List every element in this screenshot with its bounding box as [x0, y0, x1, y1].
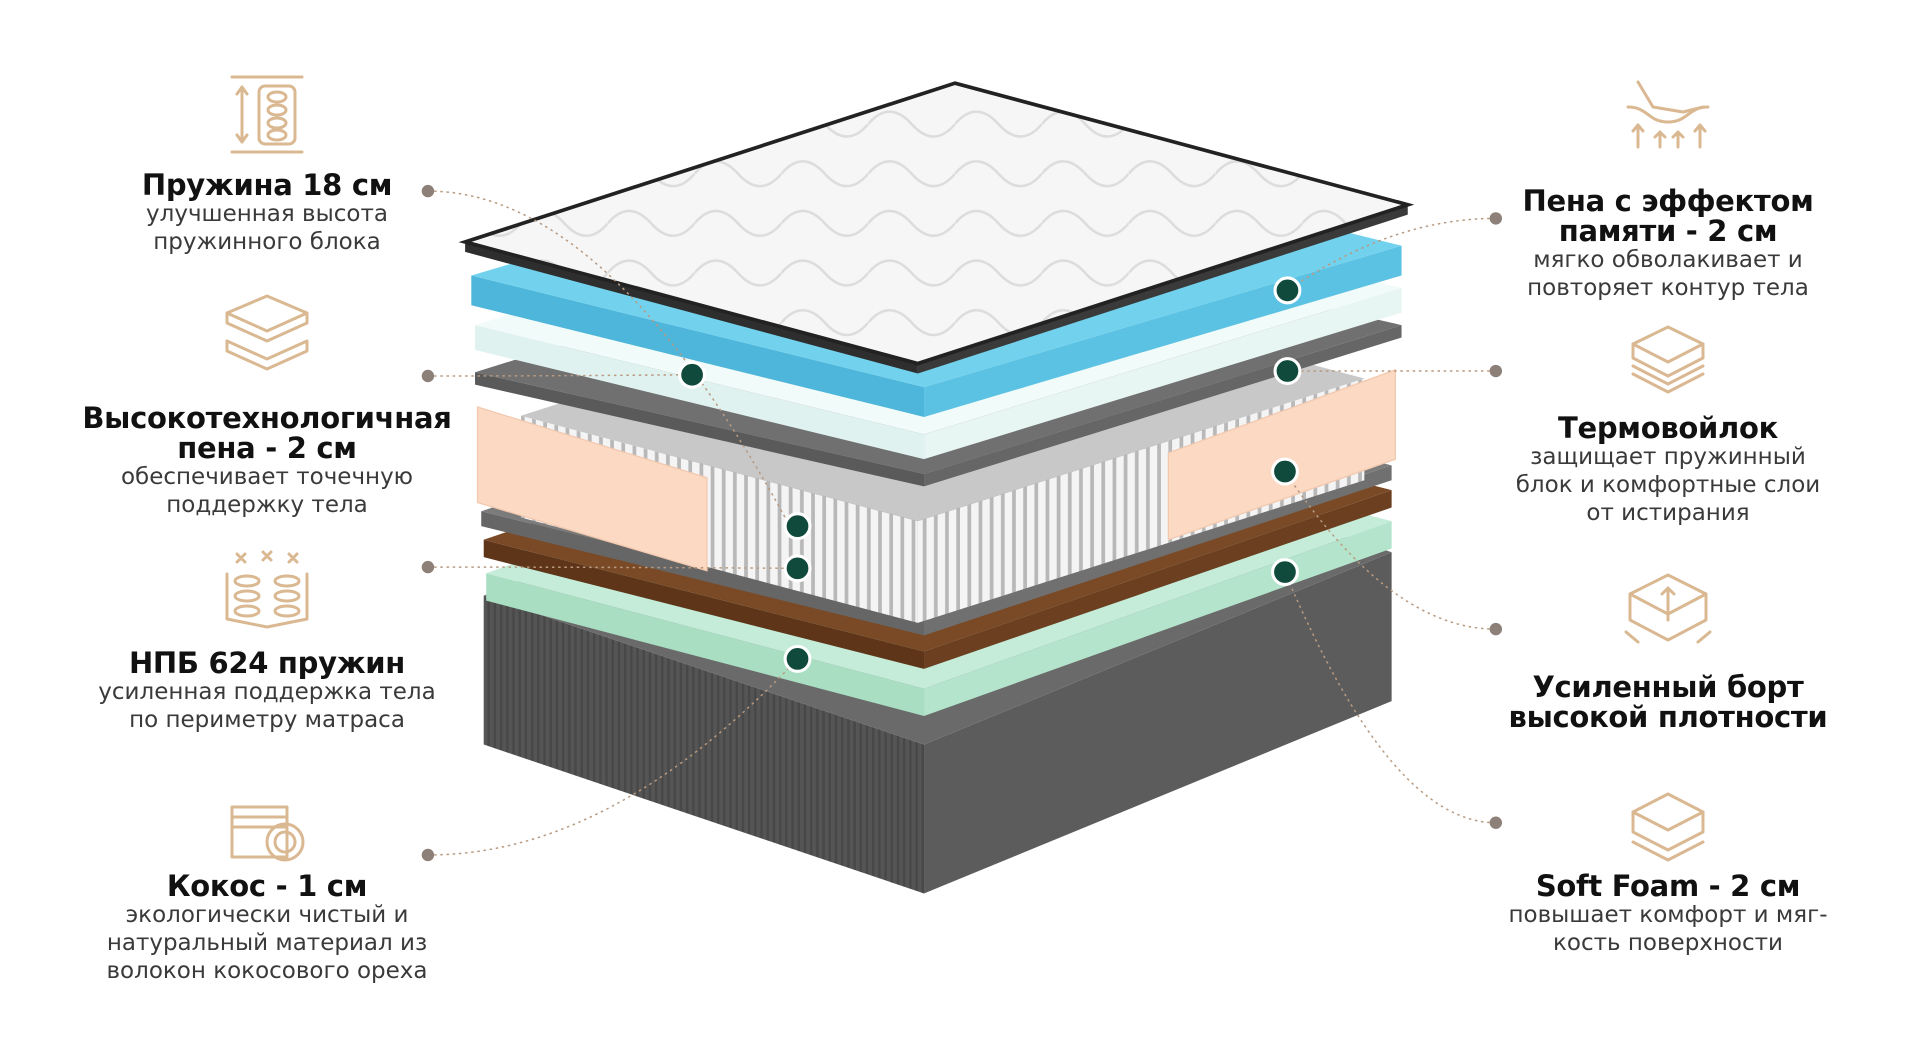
feature-description: экологически чистый и [125, 902, 409, 928]
leader-dot [421, 560, 435, 574]
feature-description: натуральный материал из [106, 930, 428, 956]
leader-line [427, 374, 693, 377]
edge-foam-left [476, 406, 708, 572]
feature-description: повторяет контур тела [1527, 275, 1809, 301]
layer-marker [678, 360, 707, 389]
feature-description: мягко обволакивает и [1533, 247, 1803, 273]
feature-title: Soft Foam - 2 см [1535, 869, 1801, 903]
leader-line [427, 190, 795, 534]
coconut-icon [230, 805, 305, 862]
layer-marker [1271, 457, 1299, 486]
layer-marker [783, 512, 812, 541]
feature-title: памяти - 2 см [1558, 214, 1778, 248]
foam-layers-icon [225, 294, 309, 371]
quilted-top-layer [458, 81, 1415, 374]
feature-title: Термовойлок [1558, 411, 1778, 445]
leader-dot [421, 184, 435, 198]
feature-description: обеспечивает точечную [120, 464, 414, 490]
feature-title: НПБ 624 пружин [128, 646, 406, 680]
feature-description: поддержку тела [166, 492, 368, 518]
feature-title: Усиленный борт [1532, 670, 1804, 704]
feature-description: по периметру матраса [129, 707, 405, 733]
layer-marker [1273, 276, 1302, 305]
soft-foam-icon [1631, 792, 1705, 862]
reinforced-edge-icon [1624, 573, 1712, 644]
leader-dot [421, 848, 435, 862]
layer-marker [783, 554, 812, 583]
feature-title: Кокос - 1 см [166, 869, 368, 903]
feature-description: от истирания [1586, 500, 1750, 526]
layer-marker [1271, 558, 1299, 587]
spring-block-icon [225, 550, 309, 629]
feature-description: защищает пружинный [1530, 444, 1806, 470]
leader-line [427, 658, 799, 856]
feature-title: Пружина 18 см [141, 168, 393, 202]
leader-dot [1489, 816, 1503, 829]
hand-memory-foam-icon [1626, 80, 1710, 149]
feature-title: пена - 2 см [177, 431, 357, 465]
feature-description: волокон кокосового ореха [106, 958, 428, 984]
feature-description: повышает комфорт и мяг- [1508, 902, 1828, 928]
feature-title: высокой плотности [1508, 700, 1828, 734]
leader-dot [1489, 212, 1503, 225]
feature-description: пружинного блока [153, 229, 381, 255]
feature-title: Пена с эффектом [1522, 184, 1814, 218]
layer-marker [783, 644, 812, 673]
feature-description: блок и комфортные слои [1515, 472, 1821, 498]
layer-marker [1273, 357, 1302, 385]
feature-description: усиленная поддержка тела [98, 679, 436, 705]
leader-dot [1489, 364, 1503, 378]
felt-layer-icon [1631, 325, 1705, 394]
leader-dot [421, 369, 435, 383]
spring-height-icon [230, 75, 304, 154]
edge-foam-right [1167, 368, 1396, 541]
leader-line [1284, 471, 1496, 630]
feature-description: улучшенная высота [146, 201, 388, 227]
leader-line [1287, 217, 1496, 291]
feature-description: кость поверхности [1553, 930, 1783, 956]
leader-dot [1489, 622, 1503, 636]
feature-title: Высокотехнологичная [82, 401, 452, 435]
